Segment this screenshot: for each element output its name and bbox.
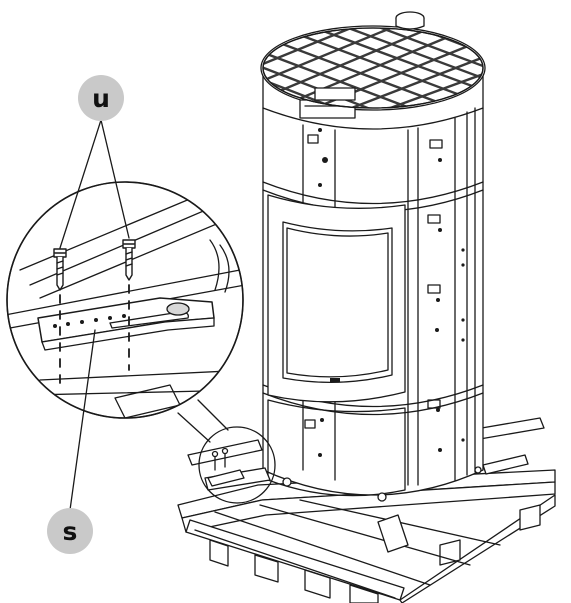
leader-line-u-left (59, 119, 102, 249)
leader-line-u-right (100, 119, 130, 239)
screw-pair (53, 239, 136, 291)
label-u-text: u (92, 83, 110, 113)
label-u-callout: u (78, 75, 124, 121)
label-s-callout: s (47, 508, 93, 554)
zoom-leader-line-top (197, 399, 229, 431)
zoom-leader-line-bottom (177, 412, 211, 443)
zoom-origin-circle (198, 426, 276, 504)
wooden-pallet (177, 417, 556, 603)
leader-line-s (69, 329, 96, 511)
label-s-text: s (62, 516, 78, 546)
detail-magnified-view (6, 181, 244, 419)
